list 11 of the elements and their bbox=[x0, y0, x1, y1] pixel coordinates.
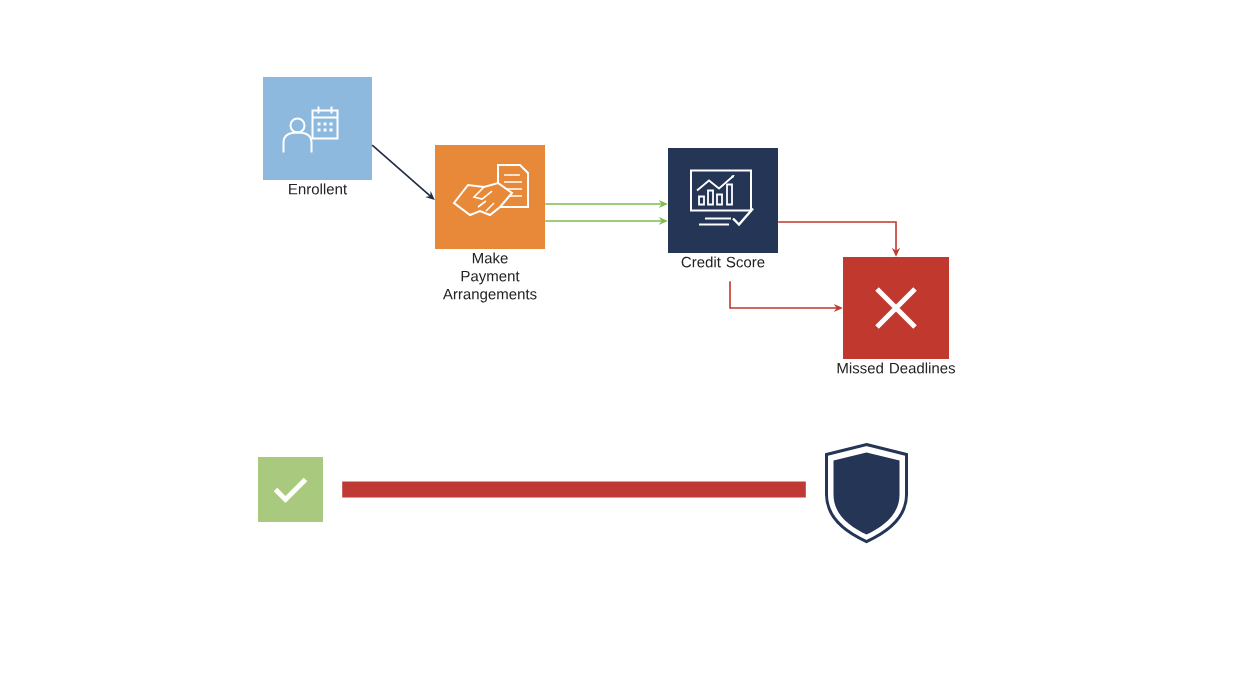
process-box: Enrollent bbox=[263, 77, 372, 195]
shield-shape bbox=[825, 443, 908, 543]
node-label: Enrollent bbox=[289, 183, 347, 195]
arrow bbox=[371, 144, 435, 200]
check-box bbox=[258, 457, 323, 522]
connector-bar bbox=[342, 481, 806, 498]
process-box: Missed Deadlines bbox=[837, 257, 956, 374]
node-label: Make Payment Arrangements bbox=[442, 252, 537, 303]
node-label: Missed Deadlines bbox=[837, 362, 956, 374]
process-box: Credit Score bbox=[668, 148, 778, 268]
node-label: Credit Score bbox=[681, 256, 765, 268]
